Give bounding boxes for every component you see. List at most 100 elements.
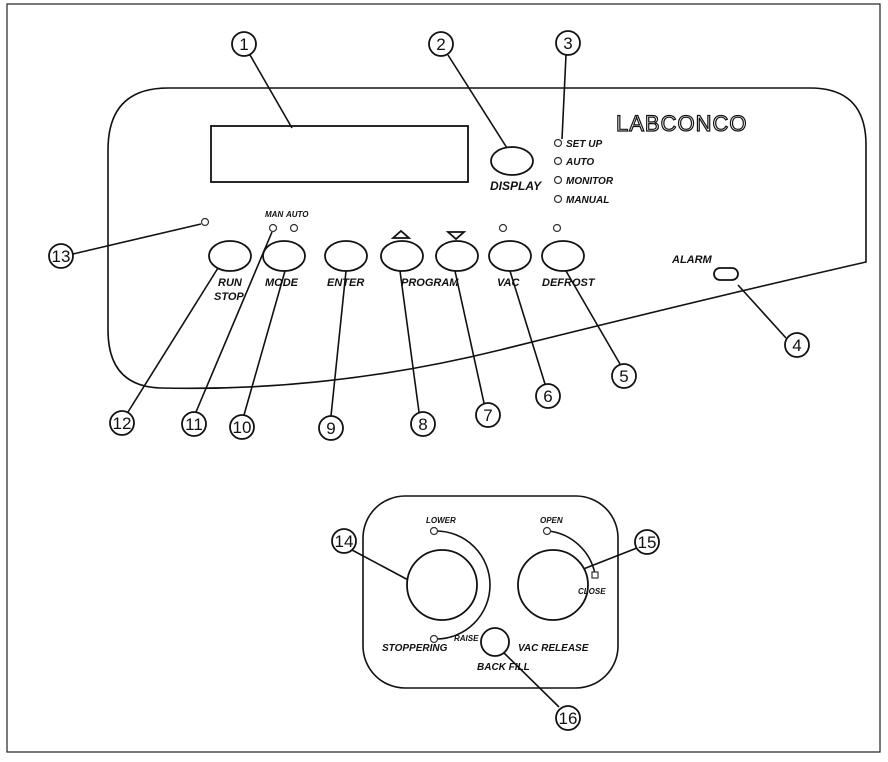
callout-8: 8 — [418, 415, 427, 434]
lower-indicator — [429, 526, 439, 536]
mode-button[interactable] — [262, 240, 306, 272]
auto-mode-led — [289, 223, 299, 233]
setup-led — [553, 138, 563, 148]
callout-14: 14 — [335, 532, 354, 551]
callout-13: 13 — [52, 247, 71, 266]
leader-6 — [509, 270, 546, 385]
callout-15: 15 — [638, 533, 657, 552]
program-down-button[interactable] — [435, 240, 479, 272]
leader-3 — [561, 54, 567, 140]
lower-panel-outline — [362, 495, 619, 689]
vac-release-arc — [548, 530, 596, 575]
stop-label: STOP — [214, 291, 244, 303]
leader-13 — [72, 223, 202, 255]
callout-circle-12 — [109, 410, 135, 436]
figure-frame — [6, 3, 881, 753]
vac-label: VAC — [497, 277, 520, 289]
leader-5 — [565, 270, 621, 365]
program-up-button[interactable] — [380, 240, 424, 272]
callout-circle-11 — [181, 411, 207, 437]
callout-circle-8 — [410, 411, 436, 437]
setup-label: SET UP — [566, 139, 602, 150]
leader-10 — [243, 270, 286, 416]
open-label: OPEN — [540, 516, 563, 525]
auto-mode-label: AUTO — [285, 210, 309, 219]
callout-7: 7 — [483, 406, 492, 425]
callout-circle-2 — [428, 31, 454, 57]
alarm-indicator — [713, 267, 739, 281]
man-led — [268, 223, 278, 233]
leader-7 — [454, 270, 485, 404]
display-label: DISPLAY — [490, 179, 542, 193]
callout-circle-6 — [535, 383, 561, 409]
callout-9: 9 — [326, 419, 335, 438]
enter-button[interactable] — [324, 240, 368, 272]
monitor-led — [553, 175, 563, 185]
manual-led — [553, 194, 563, 204]
run-led — [200, 217, 210, 227]
manual-label: MANUAL — [566, 195, 609, 206]
callout-10: 10 — [233, 418, 252, 437]
alarm-label: ALARM — [671, 254, 713, 266]
leader-2 — [447, 54, 508, 149]
down-arrow-icon — [445, 231, 467, 241]
lower-label: LOWER — [426, 516, 456, 525]
leader-12 — [127, 267, 219, 413]
vac-release-label: VAC RELEASE — [518, 643, 589, 654]
callout-3: 3 — [563, 34, 572, 53]
vac-led — [498, 223, 508, 233]
callout-16: 16 — [559, 709, 578, 728]
defrost-button[interactable] — [541, 240, 585, 272]
open-indicator — [542, 526, 552, 536]
close-label: CLOSE — [578, 587, 606, 596]
callout-circle-13 — [48, 243, 74, 269]
leader-8 — [399, 270, 420, 413]
program-label: PROGRAM — [401, 277, 459, 289]
run-label: RUN — [218, 277, 243, 289]
stoppering-arc — [435, 530, 491, 640]
display-button[interactable] — [490, 146, 534, 176]
leader-1 — [249, 54, 293, 129]
main-panel-outline — [107, 87, 867, 390]
monitor-label: MONITOR — [566, 176, 614, 187]
leader-9 — [330, 270, 347, 417]
callout-circle-10 — [229, 414, 255, 440]
callout-5: 5 — [619, 367, 628, 386]
callout-circle-15 — [634, 529, 660, 555]
auto-status-label: AUTO — [565, 157, 594, 168]
callout-circle-16 — [555, 705, 581, 731]
leader-11 — [195, 231, 273, 413]
callout-circle-4 — [784, 332, 810, 358]
enter-label: ENTER — [327, 277, 364, 289]
brand-logo: LABCONCO — [616, 111, 747, 136]
callouts: 1 2 3 4 5 6 7 8 9 10 11 12 13 14 15 16 — [48, 30, 810, 731]
leader-lines — [72, 54, 787, 708]
callout-12: 12 — [113, 414, 132, 433]
raise-label: RAISE — [454, 634, 479, 643]
back-fill-button[interactable] — [480, 627, 510, 657]
callout-4: 4 — [792, 336, 801, 355]
leader-16 — [502, 651, 560, 708]
leader-14 — [351, 549, 413, 583]
vac-release-knob[interactable] — [517, 549, 589, 621]
callout-circle-1 — [231, 31, 257, 57]
man-label: MAN — [265, 210, 283, 219]
callout-circle-7 — [475, 402, 501, 428]
stoppering-label: STOPPERING — [382, 643, 448, 654]
callout-circle-14 — [331, 528, 357, 554]
vac-button[interactable] — [488, 240, 532, 272]
up-arrow-icon — [390, 229, 412, 239]
lcd-display-window — [210, 125, 469, 183]
raise-indicator — [429, 634, 439, 644]
callout-6: 6 — [543, 387, 552, 406]
callout-2: 2 — [436, 35, 445, 54]
close-indicator — [591, 571, 599, 579]
leader-4 — [737, 284, 787, 339]
defrost-label: DEFROST — [542, 277, 596, 289]
auto-led — [553, 156, 563, 166]
back-fill-label: BACK FILL — [477, 662, 530, 673]
defrost-led — [552, 223, 562, 233]
run-stop-button[interactable] — [208, 240, 252, 272]
stoppering-knob[interactable] — [406, 549, 478, 621]
